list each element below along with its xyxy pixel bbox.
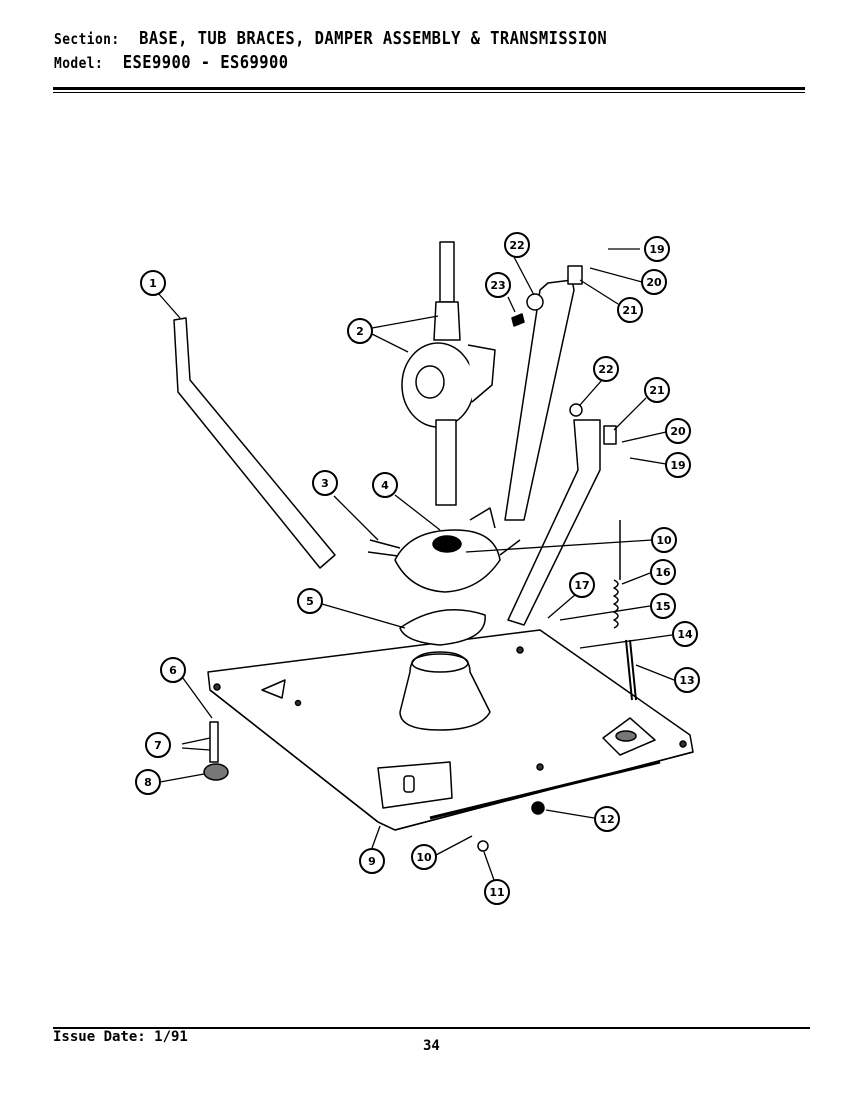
callout-10a: 10 <box>411 844 437 870</box>
callout-19a: 19 <box>644 236 670 262</box>
callout-label: 20 <box>670 425 686 438</box>
callout-label: 16 <box>655 566 671 579</box>
callout-label: 9 <box>368 855 376 868</box>
callout-17: 17 <box>569 572 595 598</box>
callout-21b: 21 <box>644 377 670 403</box>
callout-label: 2 <box>356 325 364 338</box>
callout-8: 8 <box>135 769 161 795</box>
transmission-shaft <box>439 241 455 303</box>
leveling-leg <box>209 721 219 763</box>
callout-5: 5 <box>297 588 323 614</box>
callout-21a: 21 <box>617 297 643 323</box>
callout-13: 13 <box>674 667 700 693</box>
model-value: ESE9900 - ES69900 <box>122 52 289 73</box>
callout-2: 2 <box>347 318 373 344</box>
callout-label: 19 <box>670 459 685 472</box>
callout-20a: 20 <box>641 269 667 295</box>
model-key: Model: <box>54 54 104 72</box>
callout-label: 20 <box>646 276 662 289</box>
damper-ring <box>399 609 486 646</box>
callout-label: 1 <box>149 277 157 290</box>
section-heading: Section: BASE, TUB BRACES, DAMPER ASSEMB… <box>54 28 607 49</box>
callout-7: 7 <box>145 732 171 758</box>
tub-brace-left <box>173 317 336 569</box>
callout-23: 23 <box>485 272 511 298</box>
callout-15: 15 <box>650 593 676 619</box>
header-rule-thick <box>53 87 805 90</box>
transmission-housing <box>401 342 475 428</box>
callout-9: 9 <box>359 848 385 874</box>
callout-16: 16 <box>650 559 676 585</box>
callout-12: 12 <box>594 806 620 832</box>
damper-assembly <box>394 529 501 593</box>
page-number: 34 <box>423 1038 440 1054</box>
callout-label: 3 <box>321 477 329 490</box>
callout-19b: 19 <box>665 452 691 478</box>
callout-4: 4 <box>372 472 398 498</box>
stud <box>625 639 637 701</box>
callout-10b: 10 <box>651 527 677 553</box>
callout-label: 4 <box>381 479 389 492</box>
spring <box>613 579 619 629</box>
callout-label: 8 <box>144 776 152 789</box>
callout-label: 23 <box>490 279 505 292</box>
callout-6: 6 <box>160 657 186 683</box>
callout-label: 19 <box>649 243 664 256</box>
section-key: Section: <box>54 30 120 48</box>
callout-label: 22 <box>509 239 524 252</box>
callout-label: 10 <box>416 851 432 864</box>
tub-brace-lower <box>507 419 601 626</box>
callout-label: 22 <box>598 363 613 376</box>
callout-label: 21 <box>622 304 637 317</box>
section-value: BASE, TUB BRACES, DAMPER ASSEMBLY & TRAN… <box>139 28 608 49</box>
callout-1: 1 <box>140 270 166 296</box>
footer-rule <box>53 1027 810 1029</box>
callout-14: 14 <box>672 621 698 647</box>
callout-label: 5 <box>306 595 314 608</box>
callout-11: 11 <box>484 879 510 905</box>
callout-label: 14 <box>677 628 693 641</box>
callout-label: 6 <box>169 664 177 677</box>
callout-label: 15 <box>655 600 670 613</box>
callout-label: 11 <box>489 886 504 899</box>
callout-label: 10 <box>656 534 672 547</box>
callout-22b: 22 <box>593 356 619 382</box>
callout-label: 21 <box>649 384 664 397</box>
callout-label: 7 <box>154 739 162 752</box>
issue-date: Issue Date: 1/91 <box>53 1029 188 1045</box>
callout-20b: 20 <box>665 418 691 444</box>
model-heading: Model: ESE9900 - ES69900 <box>54 52 288 73</box>
header-rule-thin <box>53 92 805 93</box>
callout-22a: 22 <box>504 232 530 258</box>
callout-3: 3 <box>312 470 338 496</box>
callout-label: 12 <box>599 813 614 826</box>
center-cone <box>399 651 491 731</box>
callout-label: 13 <box>679 674 694 687</box>
callout-label: 17 <box>574 579 589 592</box>
